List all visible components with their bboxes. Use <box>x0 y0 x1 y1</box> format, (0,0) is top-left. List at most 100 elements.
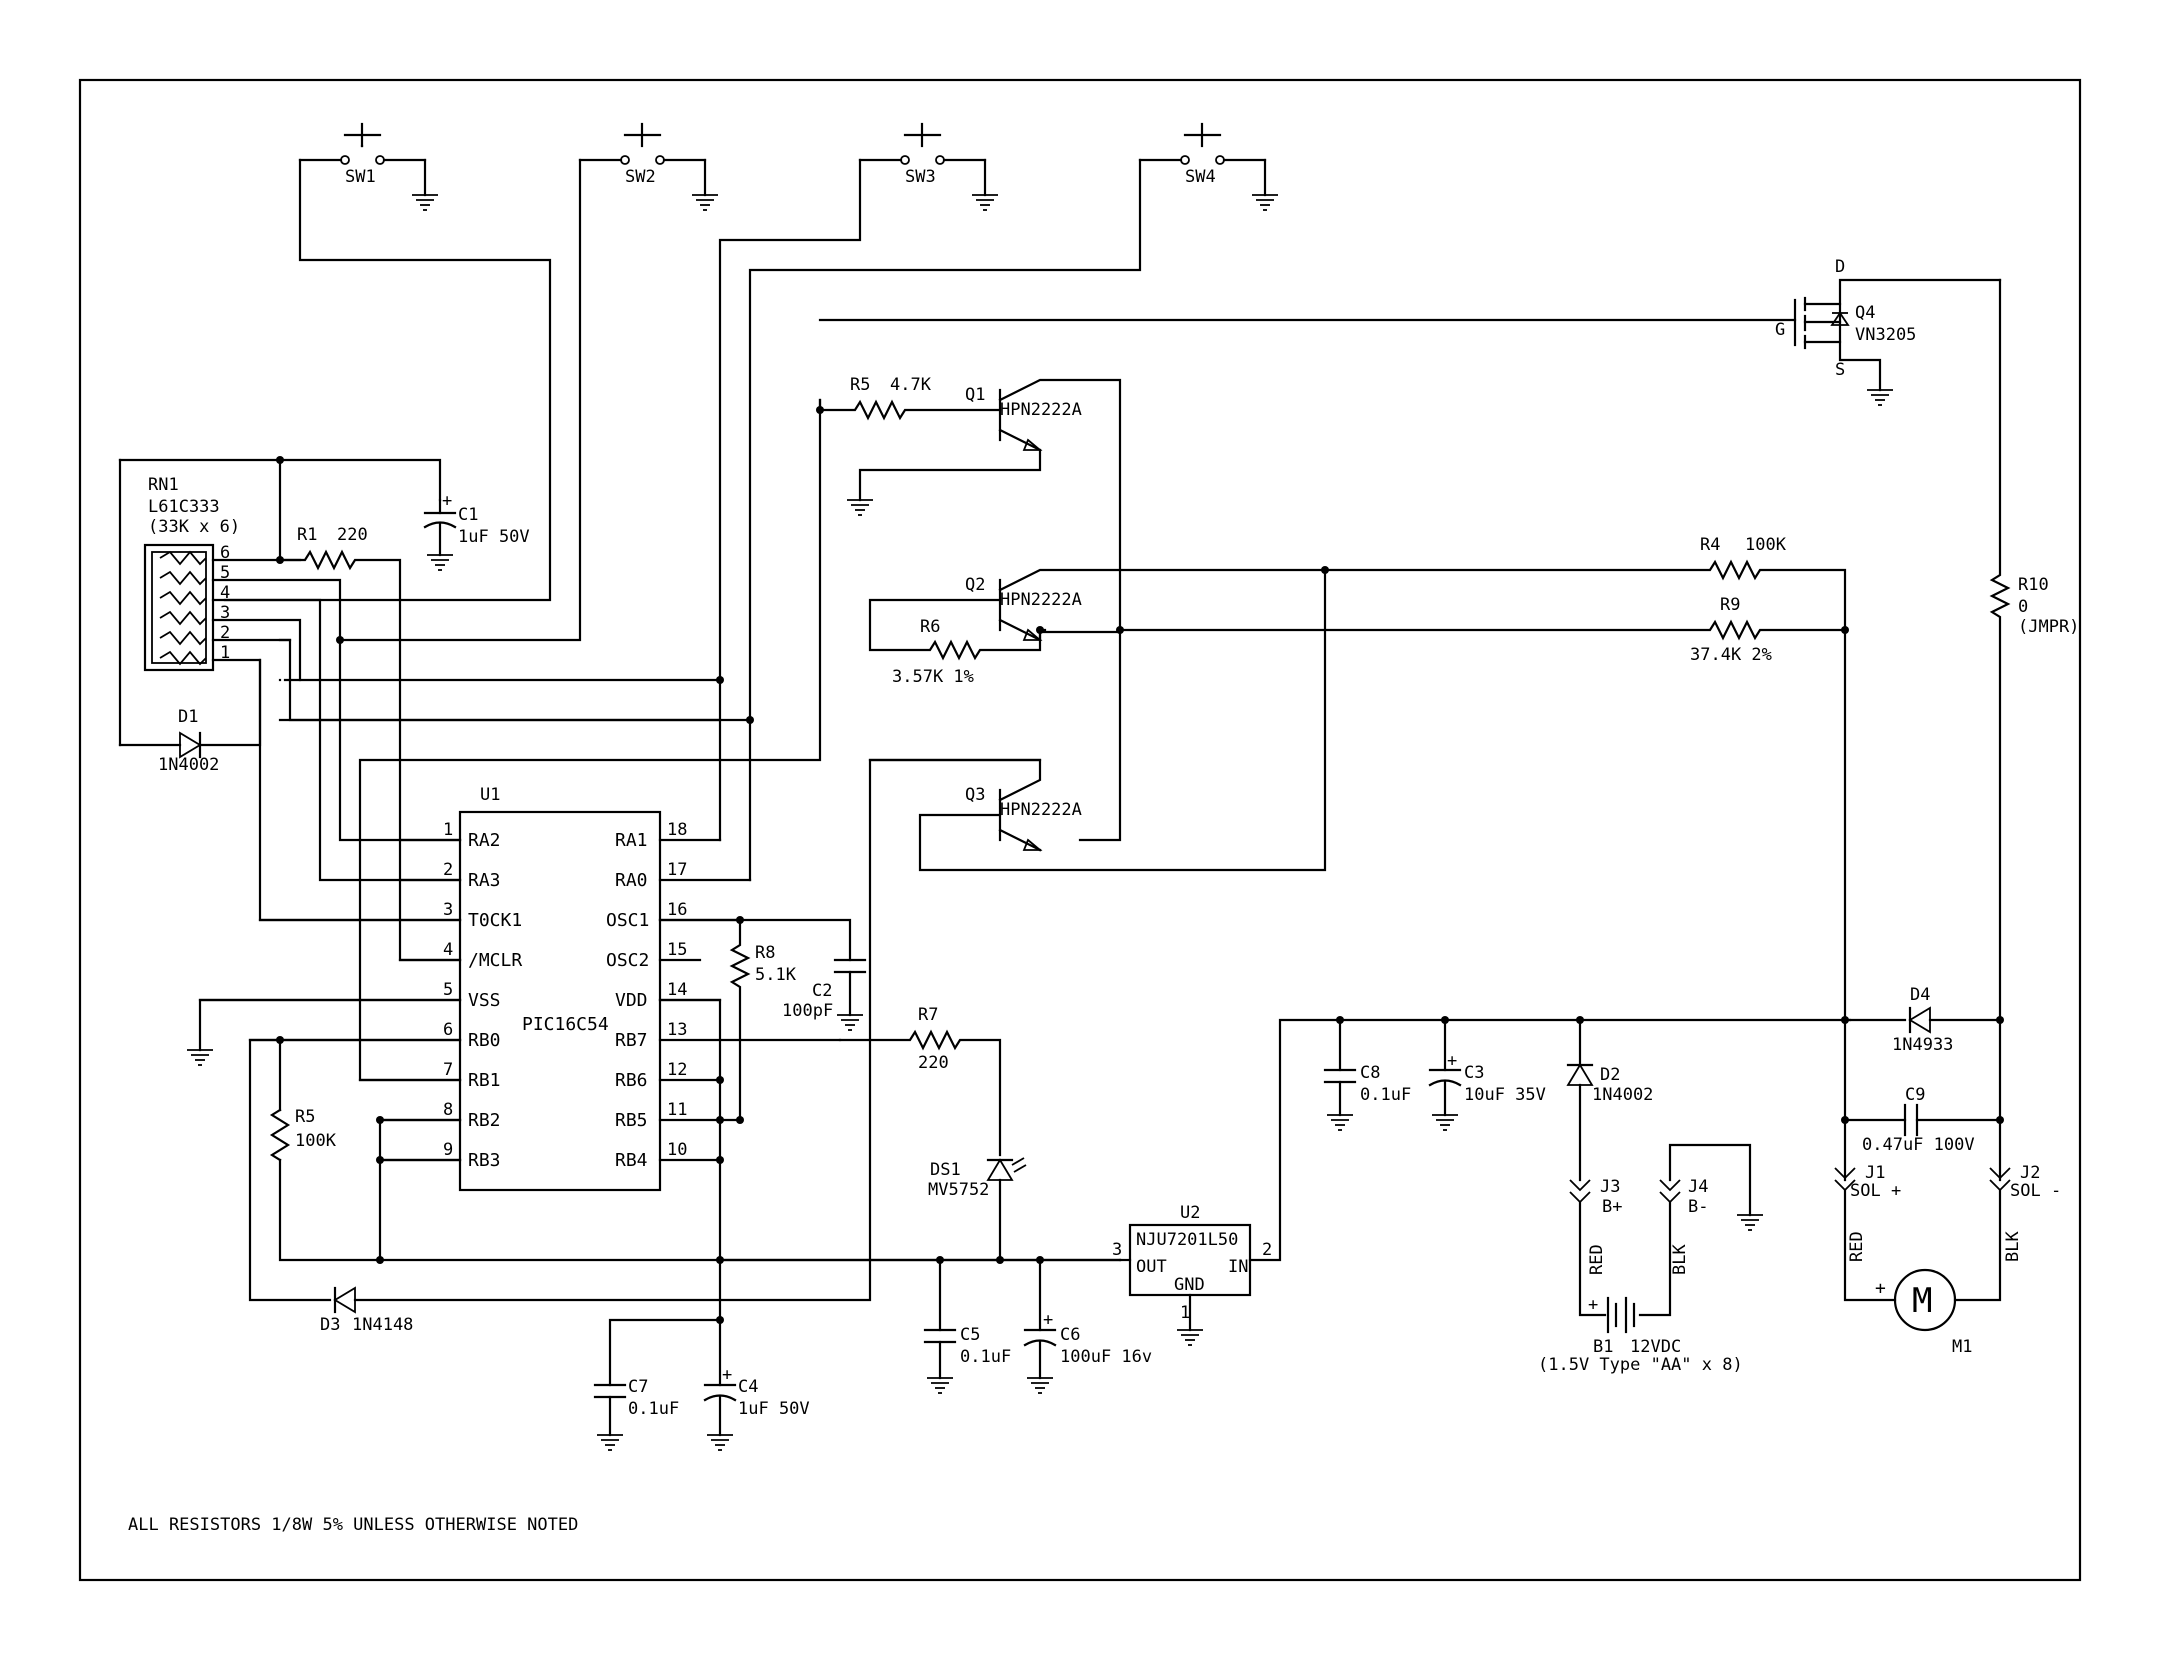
u2-part: NJU7201L50 <box>1136 1230 1238 1250</box>
vdd-rail: C7 0.1uF + C4 1uF 50V <box>593 998 810 1451</box>
u2-pin3: 3 <box>1112 1240 1122 1260</box>
rn1-pin4: 4 <box>220 583 230 603</box>
sw2-ref: SW2 <box>625 167 656 187</box>
u1-pin8-num: 8 <box>443 1100 453 1120</box>
m1-plus: + <box>1875 1278 1886 1299</box>
c8-ref: C8 <box>1360 1063 1380 1083</box>
u1-pin6-num: 6 <box>443 1020 453 1040</box>
m1-ref: M1 <box>1952 1337 1972 1357</box>
general-note: ALL RESISTORS 1/8W 5% UNLESS OTHERWISE N… <box>128 1515 578 1535</box>
transistor-q3: Q3 HPN2222A <box>868 568 1327 872</box>
u1-pin11-num: 11 <box>667 1100 687 1120</box>
c3-ref: C3 <box>1464 1063 1484 1083</box>
ds1-part: MV5752 <box>928 1180 989 1200</box>
b1-ref: B1 <box>1593 1337 1613 1357</box>
u2-ref: U2 <box>1180 1203 1200 1223</box>
j4-wire: BLK <box>1670 1244 1690 1275</box>
r9-value: 37.4K 2% <box>1690 645 1772 665</box>
input-rail: C8 0.1uF + C3 10uF 35V D2 1N4002 <box>1323 1016 1653 1182</box>
c8-value: 0.1uF <box>1360 1085 1411 1105</box>
transistor-q1: Q1 HPN2222A R5 4.7K <box>816 375 1122 842</box>
j3-ref: J3 <box>1600 1177 1620 1197</box>
d1-part: 1N4002 <box>158 755 219 775</box>
j2-ref: J2 <box>2020 1163 2040 1183</box>
u1-pin10-num: 10 <box>667 1140 687 1160</box>
r8-ref: R8 <box>755 943 775 963</box>
r10-ref: R10 <box>2018 575 2049 595</box>
j4-label: B- <box>1688 1197 1708 1217</box>
u1-pin5-name: VSS <box>468 990 501 1011</box>
u1-pin9-num: 9 <box>443 1140 453 1160</box>
rn1-ref: RN1 <box>148 475 179 495</box>
sheet-border <box>78 78 2082 1582</box>
r4-value: 100K <box>1745 535 1787 555</box>
j2-label: SOL - <box>2010 1181 2061 1201</box>
u1-pin6-name: RB0 <box>468 1030 501 1051</box>
r7-value: 220 <box>918 1053 949 1073</box>
u1-pin5-num: 5 <box>443 980 453 1000</box>
vss-ground <box>186 998 462 1066</box>
r1-value: 220 <box>337 525 368 545</box>
u1-pin3-name: T0CK1 <box>468 910 522 931</box>
u2-pin1: 1 <box>1180 1303 1190 1323</box>
five-volt-rail: C5 0.1uF + C6 100uF 16v <box>718 1256 1152 1394</box>
d2-part: 1N4002 <box>1592 1085 1653 1105</box>
q4-part: VN3205 <box>1855 325 1916 345</box>
d3-part: 1N4148 <box>352 1315 413 1335</box>
q1-part: HPN2222A <box>1000 400 1082 420</box>
rn1-pin6: 6 <box>220 543 230 563</box>
j2-wire: BLK <box>2003 1231 2023 1262</box>
r5a-value: 4.7K <box>890 375 932 395</box>
u1-right-pins: 18 17 16 15 14 13 12 11 10 RA1 RA0 OSC1 … <box>606 820 842 1171</box>
d4-part: 1N4933 <box>1892 1035 1953 1055</box>
u2-out: OUT <box>1136 1257 1167 1277</box>
feedback-resistors: R4 100K R9 37.4K 2% <box>1118 535 1849 1022</box>
c1-ref: C1 <box>458 505 478 525</box>
j4-ref: J4 <box>1688 1177 1708 1197</box>
q4-ref: Q4 <box>1855 303 1875 323</box>
j1-wire: RED <box>1847 1231 1867 1262</box>
u1-pin15-num: 15 <box>667 940 687 960</box>
rn1-pin3: 3 <box>220 603 230 623</box>
c5-value: 0.1uF <box>960 1347 1011 1367</box>
motor-m1 <box>1893 1268 1957 1332</box>
r9-ref: R9 <box>1720 595 1740 615</box>
switch-sw4: SW4 <box>1138 122 1279 211</box>
solenoid-output: M + M1 R10 0 (JMPR) D4 1N4933 C9 0.47uF … <box>1834 278 2079 1357</box>
u1-pin17-num: 17 <box>667 860 687 880</box>
u1-pin4-num: 4 <box>443 940 453 960</box>
r8-value: 5.1K <box>755 965 797 985</box>
d3-ref: D3 <box>320 1315 340 1335</box>
rn1-pin2: 2 <box>220 623 230 643</box>
rn1-pin1: 1 <box>220 643 230 663</box>
d2-ref: D2 <box>1600 1065 1620 1085</box>
c6-ref: C6 <box>1060 1325 1080 1345</box>
r1-ref: R1 <box>297 525 317 545</box>
resistor-network-rn1: RN1 L61C333 (33K x 6) 6 5 4 3 2 1 <box>143 475 240 672</box>
port-wiring <box>718 398 822 882</box>
u1-pin12-num: 12 <box>667 1060 687 1080</box>
c9-value: 0.47uF 100V <box>1862 1135 1975 1155</box>
u1-pin16-name: OSC1 <box>606 910 649 931</box>
r6-ref: R6 <box>920 617 940 637</box>
c7-value: 0.1uF <box>628 1399 679 1419</box>
switch-sw3: SW3 <box>858 122 999 211</box>
diode-d1: D1 1N4002 <box>118 658 262 775</box>
u1-pin14-name: VDD <box>615 990 648 1011</box>
u1-pin10-name: RB4 <box>615 1150 648 1171</box>
u1-pin3-num: 3 <box>443 900 453 920</box>
r5a-ref: R5 <box>850 375 870 395</box>
b1-note: (1.5V Type "AA" x 8) <box>1538 1355 1743 1375</box>
c9-ref: C9 <box>1905 1085 1925 1105</box>
ds1-ref: DS1 <box>930 1160 961 1180</box>
resistor-r1: R1 220 <box>278 525 462 962</box>
u1-pin18-num: 18 <box>667 820 687 840</box>
r10-note: (JMPR) <box>2018 617 2079 637</box>
switch-wiring <box>223 158 1142 722</box>
c2-ref: C2 <box>812 981 832 1001</box>
u1-pin17-name: RA0 <box>615 870 648 891</box>
r5b-ref: R5 <box>295 1107 315 1127</box>
led-circuit: R7 220 DS1 MV5752 <box>838 1005 1027 1264</box>
u1-pin12-name: RB6 <box>615 1070 648 1091</box>
